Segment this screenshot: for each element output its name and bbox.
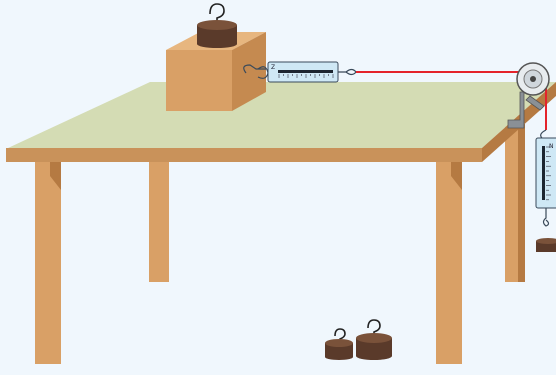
floor-weight-small-bottom — [325, 354, 353, 360]
pulley-clamp-arm — [525, 95, 545, 111]
scale-ticks-horizontal — [278, 74, 334, 78]
block-front-face — [166, 50, 232, 111]
scale-ticks-vertical — [546, 146, 551, 201]
floor-weight-small-hook — [334, 328, 346, 342]
hanging-weight-top — [536, 238, 556, 244]
weight-bottom — [197, 40, 237, 48]
scale-right-hook — [338, 68, 357, 76]
table-leg-back-right-shade — [518, 124, 525, 282]
floor-weight-small-body — [325, 343, 353, 357]
table-top — [8, 82, 556, 148]
floor-weight-large-hook — [367, 319, 381, 336]
weight-body — [197, 25, 237, 44]
horizontal-spring-scale[interactable]: Z — [257, 61, 357, 83]
floor-weight-small[interactable] — [325, 328, 353, 360]
floor-weight-large-body — [356, 338, 392, 356]
scale-track-horizontal — [278, 70, 333, 73]
scale-body-vertical — [535, 137, 556, 209]
hanging-weight-body — [536, 241, 556, 252]
scale-top-ring — [540, 129, 547, 139]
table-back-legs — [149, 124, 525, 282]
vertical-spring-scale[interactable]: N — [535, 129, 556, 227]
scale-bottom-hook — [542, 208, 550, 227]
block-side-face — [232, 32, 266, 111]
weight-on-block[interactable] — [197, 3, 237, 48]
table-leg-front-left — [35, 162, 61, 364]
floor-weight-large-bottom — [356, 352, 392, 360]
table-leg-front-right-shade — [451, 162, 462, 190]
table-leg-back-left — [149, 158, 169, 282]
pulley-clamp — [507, 91, 525, 129]
hanging-weight[interactable] — [536, 238, 556, 252]
table-front-legs — [35, 162, 462, 364]
floor-weight-large-top — [356, 333, 392, 343]
table-leg-front-left-shade — [50, 162, 61, 190]
pulley-axle — [530, 76, 536, 82]
pulley[interactable] — [507, 62, 550, 129]
weight-hook — [209, 3, 225, 23]
weights-on-floor — [325, 319, 392, 360]
scale-unit-mark-vertical: N — [549, 143, 554, 150]
block-hook — [243, 64, 266, 74]
table-front-edge — [6, 148, 482, 162]
floor-weight-small-top — [325, 339, 353, 347]
scale-unit-mark-horizontal: Z — [271, 64, 275, 71]
wooden-block[interactable] — [166, 32, 266, 111]
table-top-group — [6, 82, 556, 162]
floor-weight-large[interactable] — [356, 319, 392, 360]
table-leg-front-right — [436, 162, 462, 364]
weight-top — [197, 20, 237, 30]
scale-track-vertical — [542, 146, 545, 200]
